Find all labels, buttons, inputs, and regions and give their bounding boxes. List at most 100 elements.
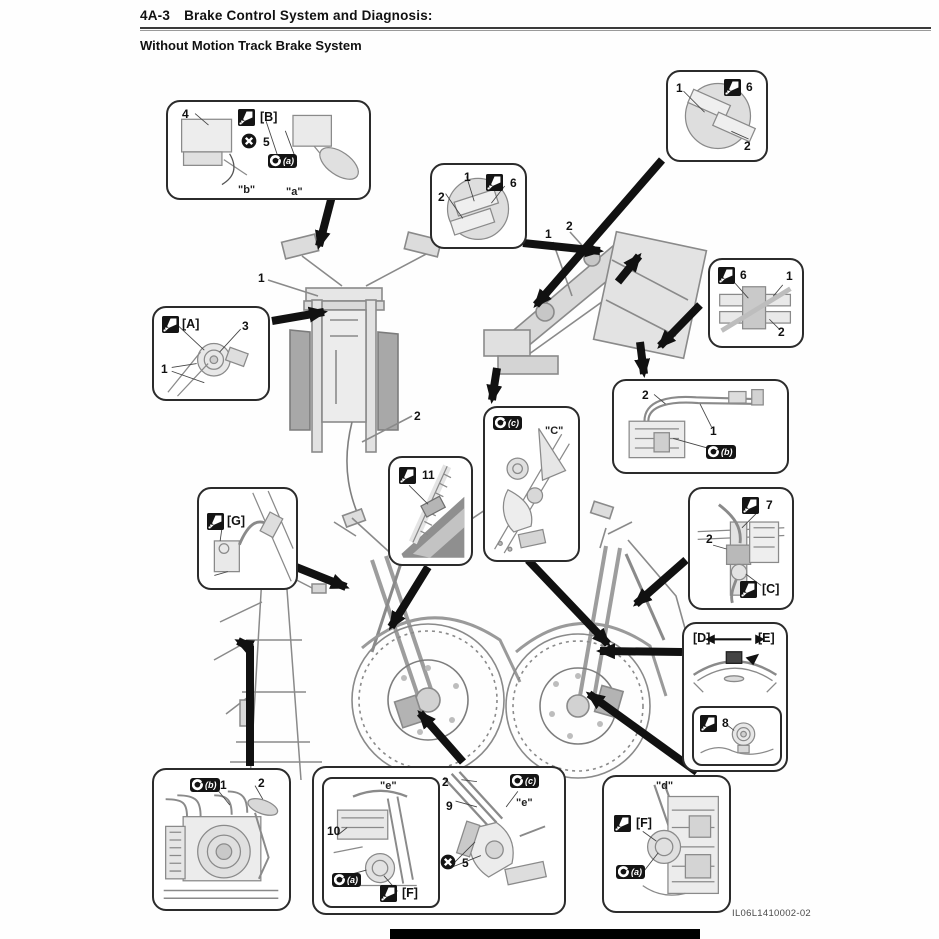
torque-wrench-icon: (a) [616, 865, 645, 879]
detail-sketch [213, 490, 294, 582]
apply-fluid-icon [718, 267, 735, 284]
callout-detail-abs: (b) 1 2 [152, 768, 291, 911]
callout-detail-hose: 2 1 (b) [612, 379, 789, 474]
view-label: "e" [516, 797, 533, 809]
do-not-reuse-icon [440, 854, 456, 870]
callout-detail-de: [D] [E] 8 [682, 622, 788, 772]
torque-ref-label: (a) [283, 155, 294, 166]
torque-wrench-icon: (c) [493, 416, 522, 430]
page-title: Brake Control System and Diagnosis: [184, 8, 433, 23]
part-label: 5 [462, 856, 469, 870]
part-label: 1 [464, 170, 471, 184]
detail-sketch [494, 428, 570, 554]
part-label: 10 [327, 824, 341, 838]
part-label: 1 [786, 269, 793, 283]
part-label: 1 [161, 362, 168, 376]
part-label: 1 [545, 227, 552, 241]
detail-sketch [642, 782, 719, 896]
direction-ref-label: [E] [758, 631, 775, 645]
callout-detail-top-right: 1 6 2 [666, 70, 768, 162]
torque-wrench-icon: (a) [332, 873, 361, 887]
part-label: 6 [746, 80, 753, 94]
torque-wrench-icon: (c) [510, 774, 539, 788]
part-label: 3 [242, 319, 249, 333]
part-label: 2 [566, 219, 573, 233]
part-label: 2 [744, 139, 751, 153]
apply-ref-label: [B] [260, 110, 278, 124]
page-subtitle: Without Motion Track Brake System [140, 38, 362, 53]
torque-ref-label: (a) [631, 866, 642, 877]
part-label: 9 [446, 799, 453, 813]
angle-label: "b" [238, 184, 256, 196]
apply-fluid-icon [700, 715, 717, 732]
apply-fluid-icon [399, 467, 416, 484]
apply-ref-label: [C] [762, 582, 780, 596]
apply-fluid-icon [742, 497, 759, 514]
part-label: 5 [263, 135, 270, 149]
callout-detail-caliper-c: (c) "C" [483, 406, 580, 562]
header-rule [140, 27, 931, 31]
bottom-bar [390, 929, 700, 939]
view-label: "d" [656, 780, 674, 792]
part-label: 2 [258, 776, 265, 790]
part-label: 1 [710, 424, 717, 438]
callout-detail-g: [G] [197, 487, 298, 590]
frame-illustration [483, 230, 708, 375]
part-label: 7 [766, 498, 773, 512]
part-label: 2 [414, 409, 421, 423]
apply-fluid-icon [486, 174, 503, 191]
callout-detail-c7: 7 2 [C] [688, 487, 794, 610]
apply-ref-label: [G] [227, 514, 246, 528]
callout-detail-b: 4 [B] 5 (a) "b" "a" [166, 100, 371, 200]
apply-fluid-icon [614, 815, 631, 832]
callout-detail-axle: "d" [F] (a) [602, 775, 731, 913]
part-label: 1 [220, 778, 227, 792]
part-label: 6 [740, 268, 747, 282]
part-label: 2 [778, 325, 785, 339]
callout-detail-10-f: "e" 10 (a) [F] [322, 777, 440, 908]
part-label: 6 [510, 176, 517, 190]
part-label: 11 [422, 468, 435, 482]
callout-detail-a: [A] 3 1 [152, 306, 270, 401]
callout-detail-caliper-front: "e" 10 (a) [F] 2 9 (c) "e" 5 [312, 766, 566, 915]
callout-detail-8: 8 [692, 706, 782, 766]
apply-ref-label: [A] [182, 317, 200, 331]
torque-wrench-icon: (b) [190, 778, 220, 792]
section-number: 4A-3 [140, 8, 171, 23]
torque-wrench-icon: (b) [706, 445, 736, 459]
angle-label: "a" [286, 186, 303, 198]
apply-fluid-icon [380, 885, 397, 902]
part-label: 1 [676, 81, 683, 95]
page-header: 4A-3 Brake Control System and Diagnosis: [140, 8, 931, 31]
torque-wrench-icon: (a) [268, 154, 297, 168]
torque-ref-label: (a) [347, 874, 358, 885]
view-label: "C" [545, 425, 564, 437]
part-label: 2 [642, 388, 649, 402]
apply-fluid-icon [724, 79, 741, 96]
part-label: 4 [182, 107, 189, 121]
part-label: 8 [722, 716, 729, 730]
apply-fluid-icon [740, 581, 757, 598]
callout-detail-mid-top: 1 2 6 [430, 163, 527, 249]
part-label: 2 [706, 532, 713, 546]
torque-ref-label: (b) [205, 779, 217, 790]
torque-ref-label: (b) [721, 446, 733, 457]
apply-fluid-icon [207, 513, 224, 530]
apply-ref-label: [F] [402, 886, 418, 900]
callout-detail-right-mid: 6 1 2 [708, 258, 804, 348]
apply-fluid-icon [238, 109, 255, 126]
part-label: 2 [442, 775, 449, 789]
view-label: "e" [380, 780, 397, 792]
torque-ref-label: (c) [525, 775, 536, 786]
do-not-reuse-icon [241, 133, 257, 149]
detail-sketch [628, 388, 764, 459]
apply-fluid-icon [162, 316, 179, 333]
rear-frame-illustration [213, 563, 327, 781]
part-label: 1 [258, 271, 265, 285]
part-label: 2 [438, 190, 445, 204]
figure-code: IL06L1410002-02 [732, 908, 811, 919]
direction-ref-label: [D] [693, 631, 711, 645]
torque-ref-label: (c) [508, 417, 519, 428]
callout-detail-clamp: 11 [388, 456, 473, 566]
